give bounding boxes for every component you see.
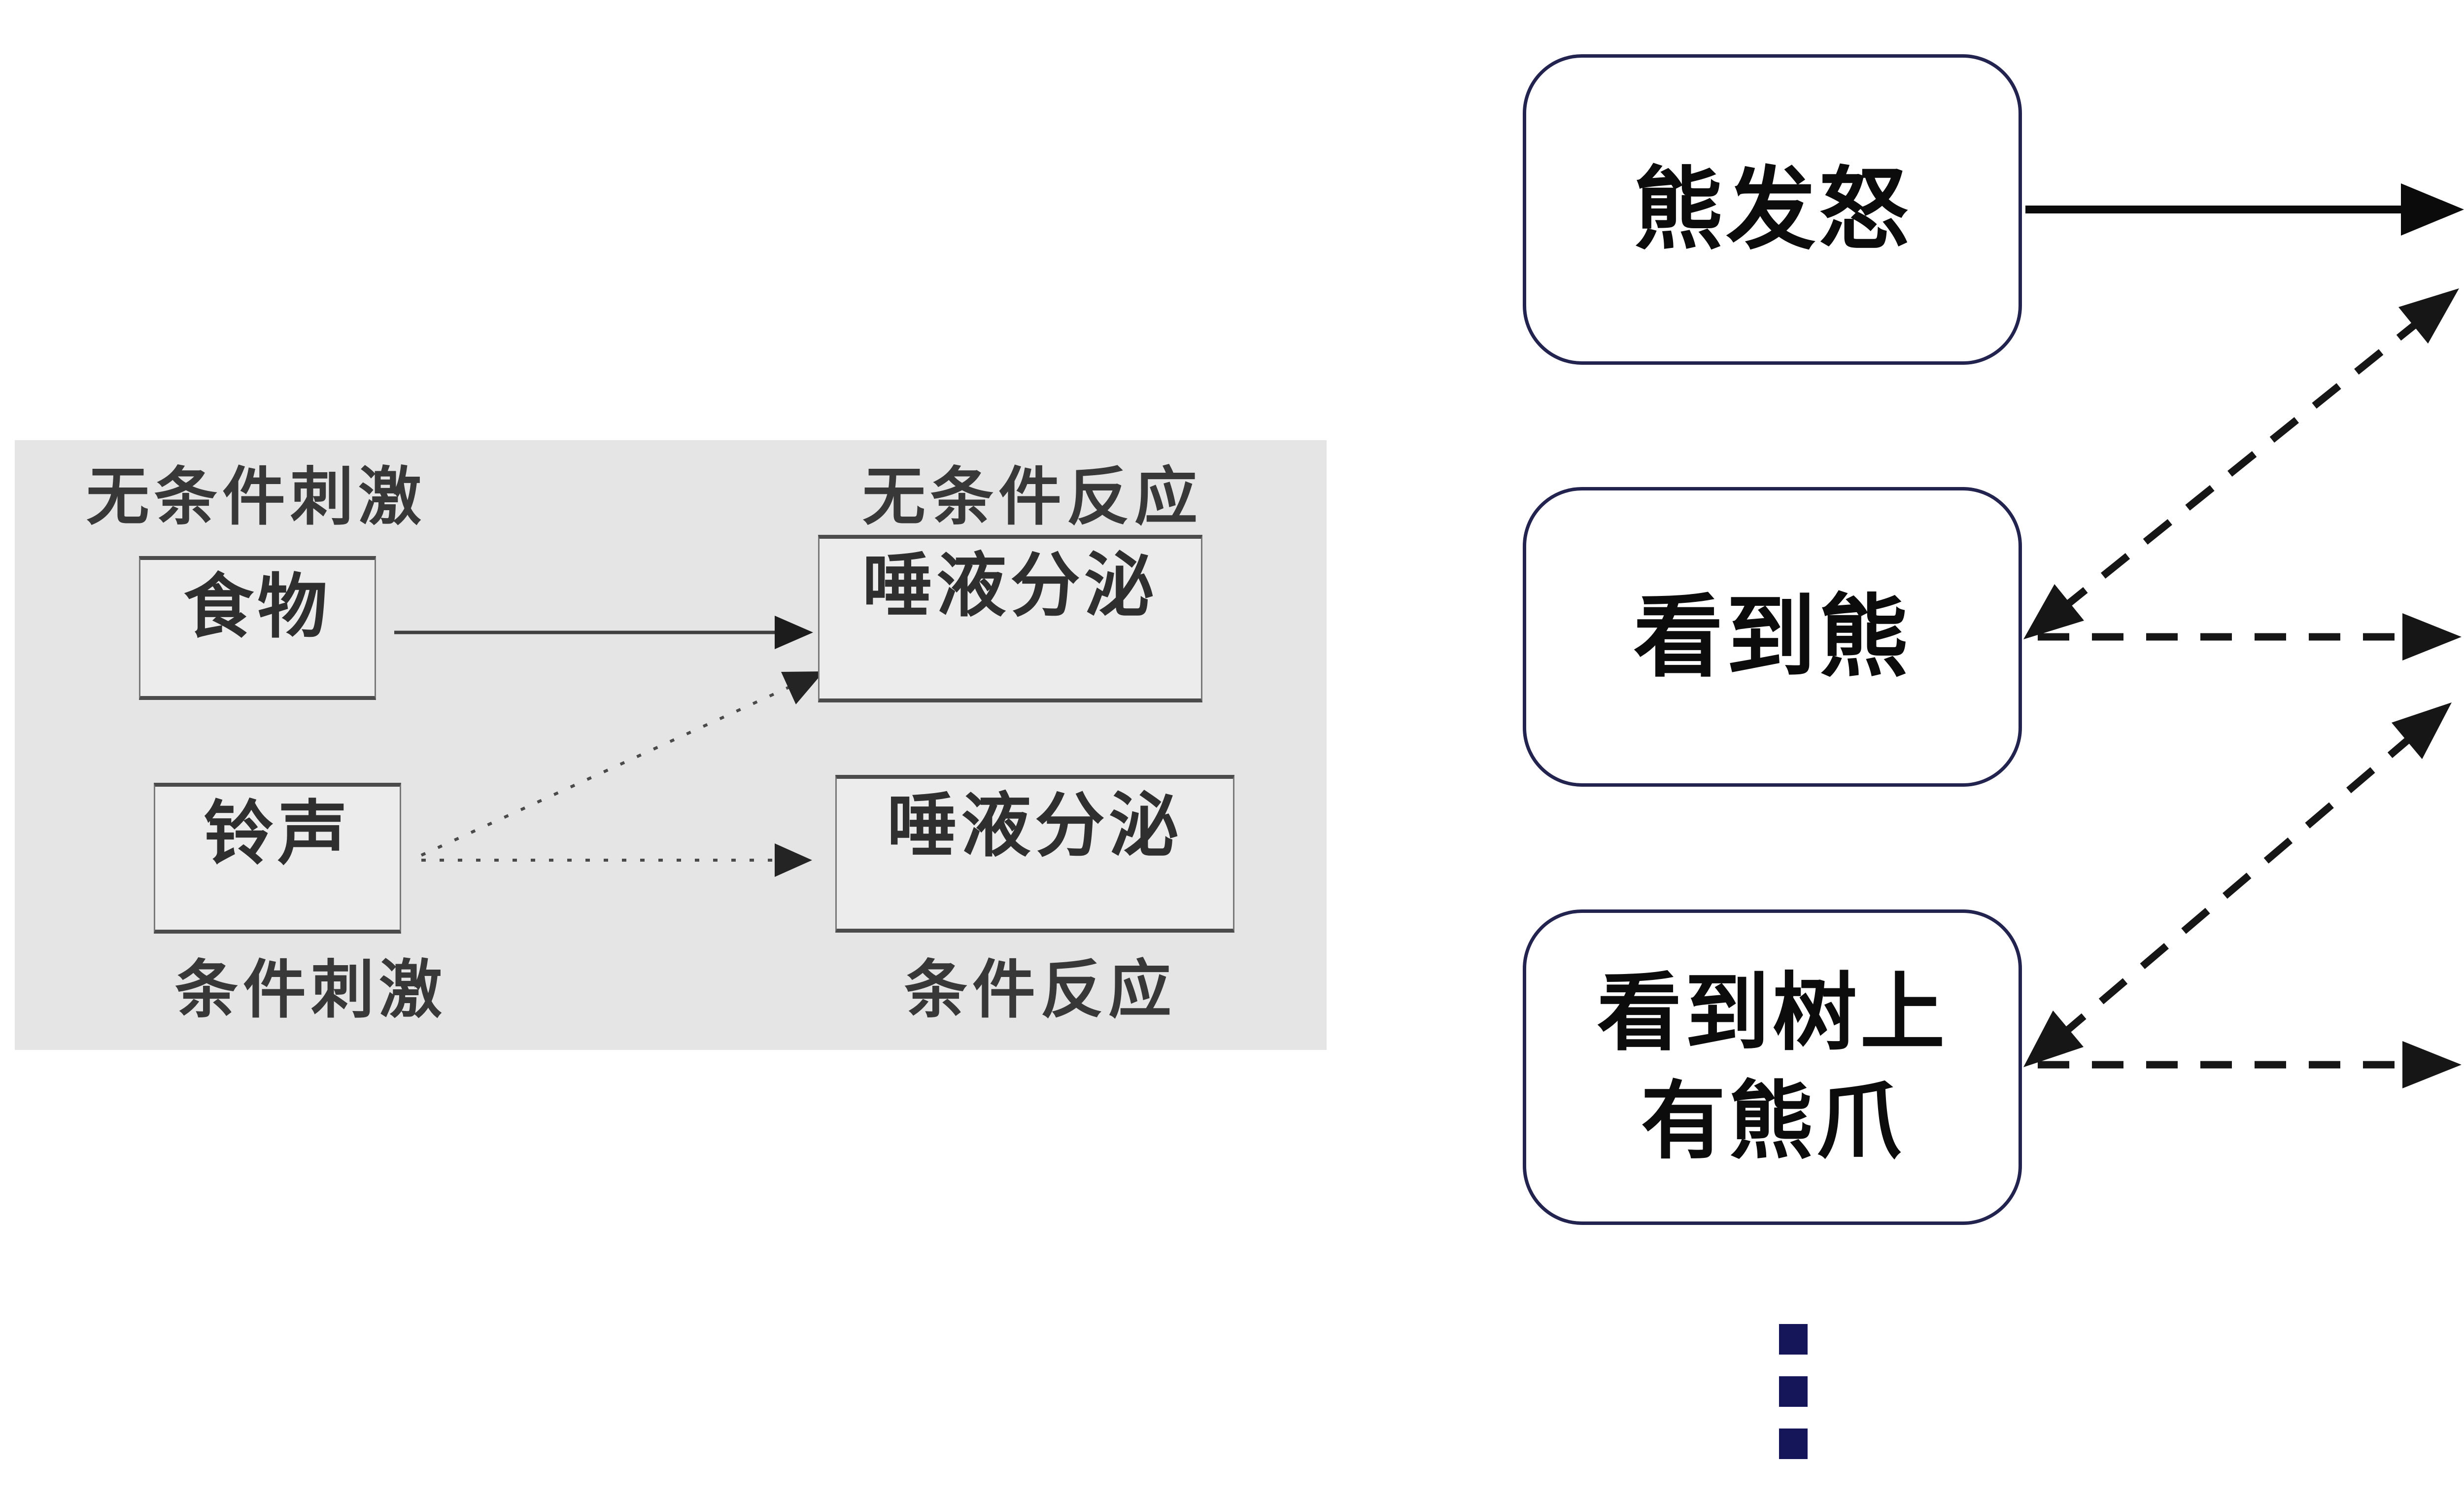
arrow-bear-angry-to-reward bbox=[2025, 183, 2464, 236]
node-bell: 铃声 bbox=[154, 783, 401, 934]
arrow-see-bear-to-value-next bbox=[2038, 613, 2462, 661]
node-see-bear: 看到熊 bbox=[1523, 487, 2022, 787]
arrow-food-to-saliva bbox=[394, 616, 813, 649]
label-conditioned-stimulus: 条件刺激 bbox=[175, 953, 447, 1027]
label-conditioned-response: 条件反应 bbox=[904, 953, 1177, 1027]
ellipsis-dash bbox=[1779, 1376, 1808, 1407]
arrow-bell-to-saliva-top bbox=[420, 671, 824, 857]
node-see-claws-line1: 看到树上 bbox=[1597, 963, 1948, 1062]
arrow-see-bear-reward-dashed bbox=[2023, 288, 2459, 639]
node-see-claws-line2: 有熊爪 bbox=[1641, 1072, 1904, 1171]
arrow-see-claws-value-next-dashed bbox=[2023, 702, 2452, 1067]
ellipsis-dash bbox=[1779, 1324, 1808, 1355]
node-food: 食物 bbox=[139, 556, 376, 700]
label-unconditioned-response: 无条件反应 bbox=[862, 460, 1203, 534]
label-unconditioned-stimulus: 无条件刺激 bbox=[86, 460, 427, 534]
node-saliva-bottom: 唾液分泌 bbox=[835, 775, 1234, 933]
node-saliva-top: 唾液分泌 bbox=[818, 535, 1202, 702]
node-see-claws: 看到树上 有熊爪 bbox=[1523, 909, 2022, 1225]
node-bear-angry: 熊发怒 bbox=[1523, 54, 2022, 365]
arrow-see-claws-to-value-current bbox=[2038, 1041, 2462, 1088]
ellipsis-states bbox=[1779, 1324, 1808, 1481]
ellipsis-dash bbox=[1779, 1429, 1808, 1459]
arrow-bell-to-saliva-bottom bbox=[421, 843, 812, 877]
